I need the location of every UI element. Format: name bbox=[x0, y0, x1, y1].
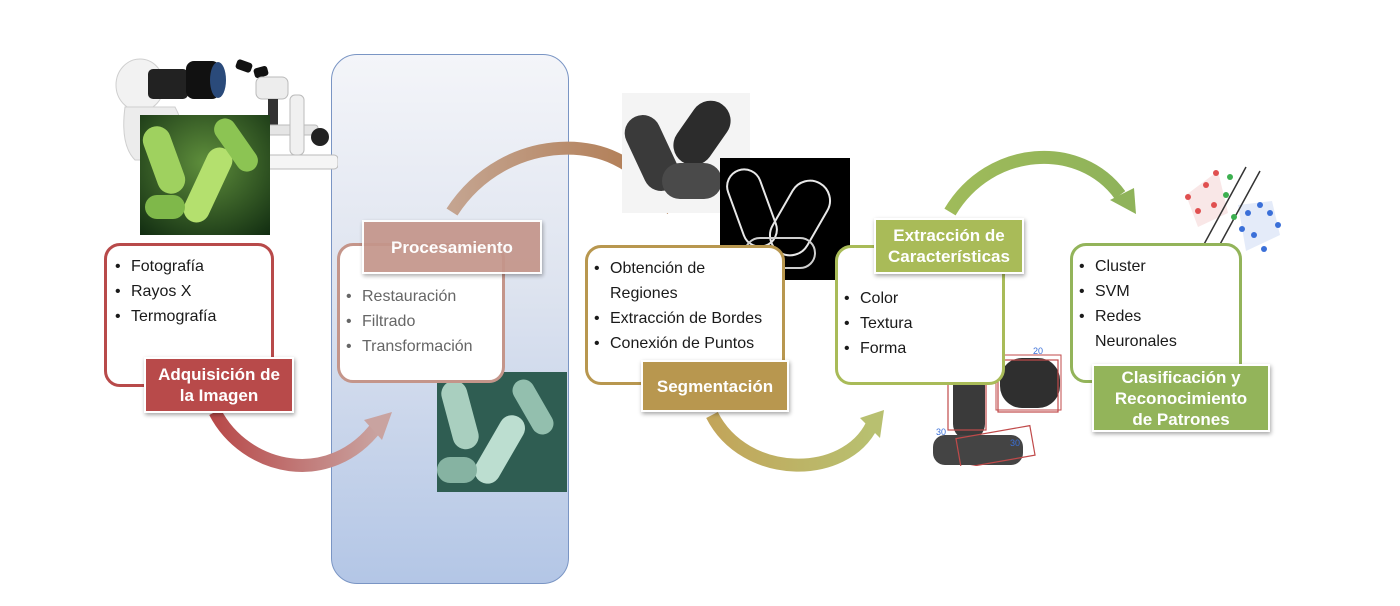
list-item: Extracción de Bordes bbox=[594, 306, 784, 331]
title-line: Segmentación bbox=[656, 376, 774, 396]
arrow-segmentation-to-features bbox=[706, 411, 878, 472]
stage-features-title: Extracción de Características bbox=[874, 218, 1024, 274]
title-line: Clasificación y bbox=[1121, 367, 1241, 387]
processing-items: Restauración Filtrado Transformación bbox=[346, 284, 473, 359]
list-item: Transformación bbox=[346, 334, 473, 359]
feature-bbox-image: 30 20 30 30 bbox=[928, 340, 1063, 466]
list-item: SVM bbox=[1079, 279, 1229, 304]
title-line: Extracción de bbox=[893, 226, 1005, 245]
stage-processing-title: Procesamiento bbox=[362, 220, 542, 274]
list-item: Obtención de Regiones bbox=[594, 256, 730, 306]
list-item: Redes Neuronales bbox=[1079, 304, 1185, 354]
list-item: Restauración bbox=[346, 284, 473, 309]
title-line: la Imagen bbox=[179, 386, 259, 405]
stage-classification-title: Clasificación y Reconocimiento de Patron… bbox=[1092, 364, 1270, 432]
classification-items: Cluster SVM Redes Neuronales bbox=[1079, 254, 1229, 354]
svm-classifier-icon bbox=[1185, 166, 1281, 260]
title-line: Reconocimiento bbox=[1114, 388, 1248, 408]
list-item: Conexión de Puntos bbox=[594, 331, 784, 356]
list-item: Forma bbox=[844, 336, 912, 361]
stage-classification-panel: Cluster SVM Redes Neuronales bbox=[1070, 243, 1242, 383]
title-line: Características bbox=[888, 247, 1010, 266]
list-item: Fotografía bbox=[115, 254, 216, 279]
title-line: Adquisición de bbox=[158, 365, 280, 384]
acquisition-items: Fotografía Rayos X Termografía bbox=[115, 254, 216, 329]
arrow-acquisition-to-processing bbox=[209, 408, 384, 472]
bbox-label-2: 20 bbox=[1033, 346, 1043, 356]
list-item: Cluster bbox=[1079, 254, 1229, 279]
bbox-label-4: 30 bbox=[1010, 438, 1020, 448]
features-items: Color Textura Forma bbox=[844, 286, 912, 361]
arrow-features-to-classification bbox=[944, 150, 1126, 216]
processed-bacteria-photo bbox=[437, 372, 567, 492]
bbox-label-3: 30 bbox=[936, 427, 946, 437]
stage-segmentation-title: Segmentación bbox=[641, 360, 789, 412]
list-item: Filtrado bbox=[346, 309, 473, 334]
bacteria-photo bbox=[140, 115, 270, 235]
segmentation-items: Obtención de Regiones Extracción de Bord… bbox=[594, 256, 784, 356]
list-item: Rayos X bbox=[115, 279, 216, 304]
list-item: Color bbox=[844, 286, 912, 311]
list-item: Termografía bbox=[115, 304, 216, 329]
list-item: Textura bbox=[844, 311, 912, 336]
stage-acquisition-title: Adquisición de la Imagen bbox=[144, 357, 294, 413]
title-line: de Patrones bbox=[1132, 409, 1230, 429]
title-line: Procesamiento bbox=[391, 237, 513, 257]
